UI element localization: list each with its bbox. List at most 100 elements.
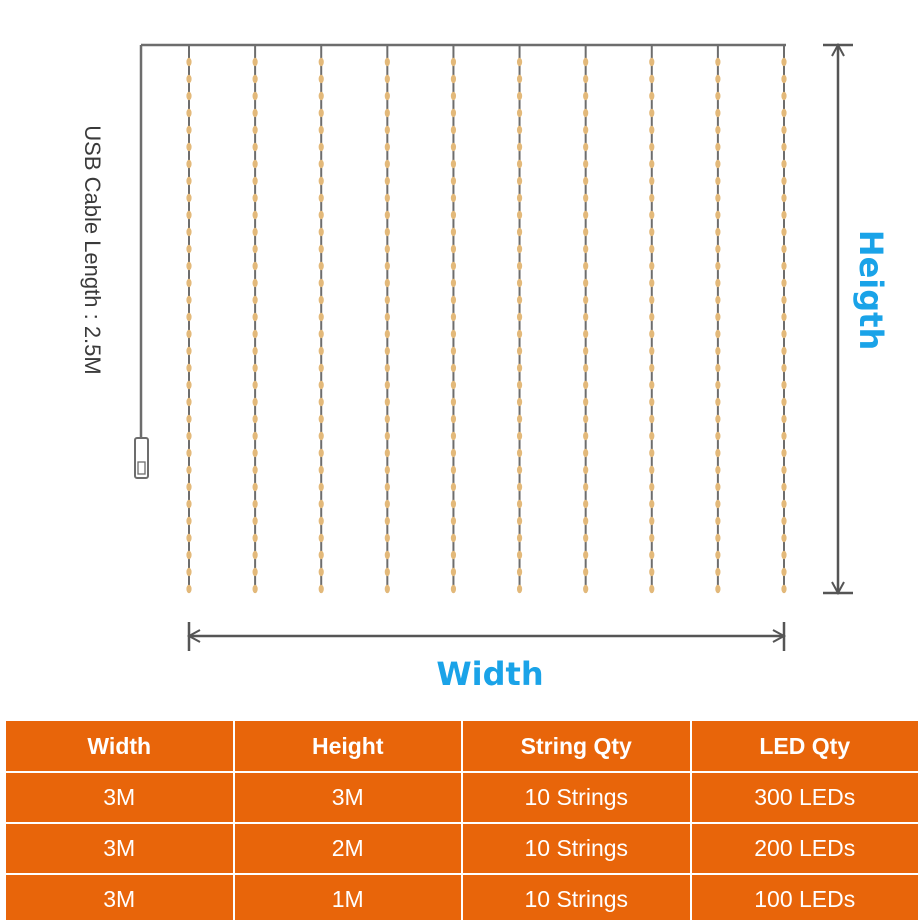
led-bulb <box>715 346 721 356</box>
led-bulb <box>186 74 192 84</box>
led-bulb <box>186 431 192 441</box>
led-bulb <box>318 414 324 424</box>
led-bulb <box>186 176 192 186</box>
led-bulb <box>715 465 721 475</box>
led-bulb <box>781 380 787 390</box>
led-bulb <box>318 142 324 152</box>
led-bulb <box>450 329 457 339</box>
led-bulb <box>583 346 589 356</box>
led-bulb <box>252 397 258 407</box>
led-bulb <box>781 363 787 373</box>
led-bulb <box>516 261 523 271</box>
led-bulb <box>252 57 258 67</box>
led-bulb <box>450 431 457 441</box>
led-bulb <box>781 227 787 237</box>
led-bulb <box>186 108 192 118</box>
led-bulb <box>318 312 324 322</box>
led-bulb <box>450 74 457 84</box>
led-bulb <box>252 295 258 305</box>
led-bulb <box>516 176 523 186</box>
led-bulb <box>450 295 457 305</box>
led-bulb <box>450 142 457 152</box>
cell-width: 3M <box>4 822 235 875</box>
led-bulb <box>715 142 721 152</box>
led-bulb <box>516 329 523 339</box>
led-bulb <box>781 482 787 492</box>
led-bulb <box>384 482 390 492</box>
led-bulb <box>649 278 655 288</box>
led-bulb <box>450 346 457 356</box>
led-bulb <box>781 142 787 152</box>
led-bulb <box>781 210 787 220</box>
led-bulb <box>318 584 324 594</box>
led-bulb <box>649 499 655 509</box>
led-bulb <box>583 414 589 424</box>
led-bulb <box>715 74 721 84</box>
led-bulb <box>583 550 589 560</box>
led-bulb <box>516 533 523 543</box>
led-bulb <box>715 91 721 101</box>
led-bulb <box>186 329 192 339</box>
led-bulb <box>318 465 324 475</box>
led-bulb <box>649 431 655 441</box>
led-bulb <box>450 244 457 254</box>
led-bulb <box>384 363 390 373</box>
led-bulb <box>384 278 390 288</box>
led-bulb <box>186 550 192 560</box>
led-bulb <box>781 74 787 84</box>
led-bulb <box>186 142 192 152</box>
led-bulb <box>252 142 258 152</box>
led-bulb <box>252 108 258 118</box>
led-bulb <box>450 363 457 373</box>
led-bulb <box>649 482 655 492</box>
led-bulb <box>384 57 390 67</box>
table-row: 3M 2M 10 Strings 200 LEDs <box>4 822 920 875</box>
cell-height: 1M <box>232 873 463 920</box>
led-bulb <box>450 465 457 475</box>
led-bulb <box>318 261 324 271</box>
led-bulb <box>516 465 523 475</box>
led-bulb <box>781 329 787 339</box>
led-bulb <box>450 516 457 526</box>
led-bulb <box>186 210 192 220</box>
led-bulb <box>450 380 457 390</box>
led-bulb <box>186 295 192 305</box>
led-bulb <box>318 227 324 237</box>
header-string-qty: String Qty <box>461 719 692 773</box>
led-bulb <box>649 567 655 577</box>
led-bulb <box>384 499 390 509</box>
led-bulb <box>715 550 721 560</box>
led-bulb <box>252 363 258 373</box>
led-bulb <box>781 414 787 424</box>
led-bulb <box>450 227 457 237</box>
led-bulb <box>781 278 787 288</box>
led-bulb <box>715 210 721 220</box>
led-bulb <box>252 312 258 322</box>
led-bulb <box>583 499 589 509</box>
led-bulb <box>384 142 390 152</box>
led-bulb <box>781 244 787 254</box>
cell-string-qty: 10 Strings <box>461 873 692 920</box>
led-bulb <box>384 261 390 271</box>
led-bulb <box>781 125 787 135</box>
led-bulb <box>384 584 390 594</box>
led-bulb <box>384 108 390 118</box>
led-bulb <box>252 465 258 475</box>
curtain-light-diagram <box>134 42 853 651</box>
cell-led-qty: 100 LEDs <box>689 873 920 920</box>
led-bulb <box>516 482 523 492</box>
led-bulb <box>583 91 589 101</box>
led-bulb <box>516 210 523 220</box>
led-bulb <box>384 567 390 577</box>
led-bulb <box>781 295 787 305</box>
led-bulb <box>318 329 324 339</box>
led-bulb <box>516 397 523 407</box>
led-bulb <box>186 567 192 577</box>
led-bulb <box>649 159 655 169</box>
led-bulb <box>318 533 324 543</box>
led-bulb <box>252 125 258 135</box>
led-bulb <box>186 584 192 594</box>
led-bulb <box>318 363 324 373</box>
width-dimension-line <box>186 622 787 651</box>
led-bulb <box>649 295 655 305</box>
